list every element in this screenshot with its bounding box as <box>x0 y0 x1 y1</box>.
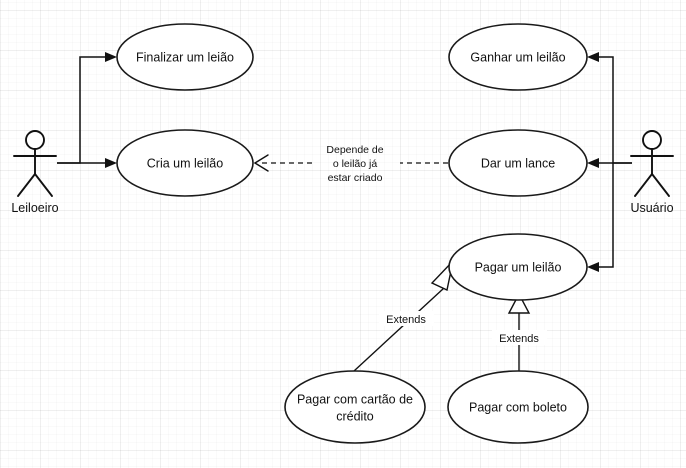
actor-usuario[interactable]: Usuário <box>630 130 674 215</box>
actor-leiloeiro[interactable]: Leiloeiro <box>11 130 59 215</box>
arrowhead-filled <box>105 158 117 168</box>
use-case-cria[interactable]: Cria um leilão <box>116 129 254 197</box>
actor-head-icon <box>642 130 662 150</box>
use-case-ellipse <box>116 129 254 197</box>
use-case-finalizar[interactable]: Finalizar um leião <box>116 23 254 91</box>
use-case-label: Ganhar um leilão <box>470 50 565 64</box>
use-case-pagar[interactable]: Pagar um leilão <box>448 233 588 301</box>
use-case-ellipse <box>448 233 588 301</box>
use-case-label: Finalizar um leião <box>136 50 234 64</box>
use-case-dar-um-lance[interactable]: Dar um lance <box>448 129 588 197</box>
extends-label-text: Extends <box>386 314 426 326</box>
actor-leg-right-icon <box>34 173 53 197</box>
arrowhead-hollow-triangle <box>430 258 455 292</box>
actor-label: Usuário <box>630 201 673 215</box>
use-case-label-line2: crédito <box>336 409 374 423</box>
use-case-ellipse <box>448 23 588 91</box>
use-case-ellipse <box>284 370 426 444</box>
connection-usuario-ganhar[interactable] <box>587 52 632 164</box>
arrowhead-filled <box>587 52 599 62</box>
actor-head-icon <box>25 130 45 150</box>
actor-leg-right-icon <box>651 173 670 197</box>
extends-label-text: Extends <box>499 333 539 345</box>
actor-leg-left-icon <box>634 173 653 197</box>
label-backdrop <box>379 311 434 326</box>
arrowhead-filled <box>587 158 599 168</box>
dependency-note-line3: estar criado <box>328 172 383 184</box>
extends-label-boleto: Extends <box>492 330 547 345</box>
use-case-ganhar[interactable]: Ganhar um leilão <box>448 23 588 91</box>
dependency-note-line1: Depende de <box>326 144 383 156</box>
actor-label: Leiloeiro <box>11 201 58 215</box>
use-case-boleto[interactable]: Pagar com boleto <box>447 370 589 444</box>
use-case-label: Pagar com boleto <box>469 400 567 414</box>
use-case-cartao-credito[interactable]: Pagar com cartão de crédito <box>284 370 426 444</box>
use-case-label: Dar um lance <box>481 156 555 170</box>
arrowhead-filled <box>105 52 117 62</box>
connection-leiloeiro-finalizar[interactable] <box>57 52 117 164</box>
connection-usuario-pagar[interactable] <box>587 163 614 272</box>
arrowhead-filled <box>587 262 599 272</box>
connection-extends-cartao-pagar[interactable] <box>353 258 455 372</box>
use-case-label: Cria um leilão <box>147 156 223 170</box>
label-backdrop <box>492 330 547 345</box>
connection-dependency-lance-cria[interactable] <box>253 154 448 172</box>
actor-leg-left-icon <box>17 173 36 197</box>
dependency-note-label: Depende de o leilão já estar criado <box>326 144 383 184</box>
use-case-label: Pagar um leilão <box>475 260 562 274</box>
connection-usuario-lance[interactable] <box>587 158 632 168</box>
use-case-ellipse <box>448 129 588 197</box>
dependency-note-line2: o leilão já <box>333 158 378 170</box>
connection-leiloeiro-cria[interactable] <box>57 158 117 168</box>
arrowhead-hollow-triangle <box>507 292 531 314</box>
arrowhead-open <box>253 154 269 172</box>
use-case-label-line1: Pagar com cartão de <box>297 392 413 406</box>
use-case-ellipse <box>447 370 589 444</box>
use-case-ellipse <box>116 23 254 91</box>
extends-label-cartao: Extends <box>379 311 434 326</box>
